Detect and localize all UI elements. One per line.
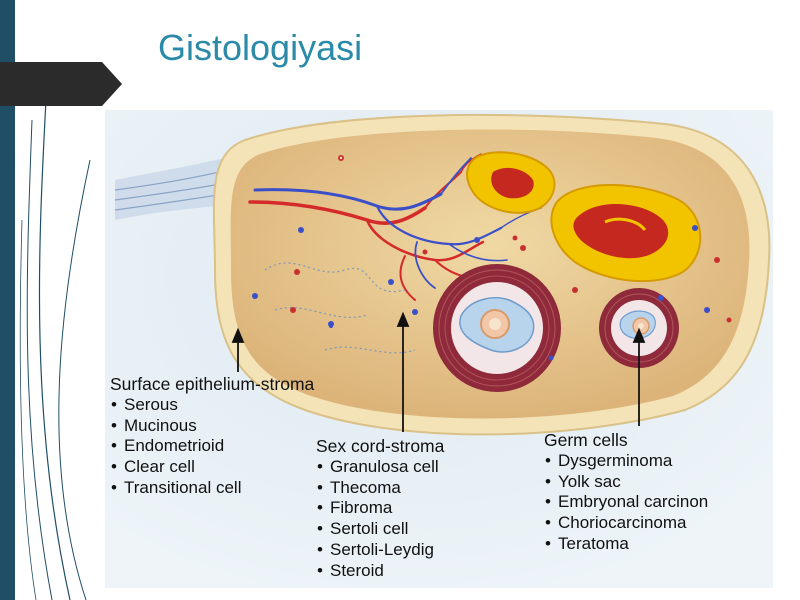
- group-heading: Sex cord-stroma: [316, 436, 445, 456]
- surface-epithelium-group: Surface epithelium-stroma Serous Mucinou…: [110, 374, 314, 499]
- list-item: Choriocarcinoma: [544, 513, 708, 534]
- list-item: Fibroma: [316, 498, 444, 519]
- list-item: Sertoli-Leydig: [316, 540, 444, 561]
- list-item: Embryonal carcinon: [544, 492, 708, 513]
- list-item: Sertoli cell: [316, 519, 444, 540]
- ovary-histology-figure: Surface epithelium-stroma Serous Mucinou…: [105, 110, 773, 588]
- list-item: Transitional cell: [110, 478, 314, 499]
- stroma-cells: [252, 155, 732, 361]
- pointer-arrows: [231, 311, 646, 432]
- group-heading: Germ cells: [544, 430, 628, 450]
- list-item: Dysgerminoma: [544, 451, 708, 472]
- follicle-large: [433, 264, 561, 392]
- title-arrow-marker: [0, 62, 122, 106]
- list-item: Clear cell: [110, 457, 314, 478]
- list-item: Endometrioid: [110, 436, 314, 457]
- list-item: Teratoma: [544, 534, 708, 555]
- type-list: Granulosa cell Thecoma Fibroma Sertoli c…: [316, 457, 444, 582]
- list-item: Mucinous: [110, 416, 314, 437]
- list-item: Yolk sac: [544, 472, 708, 493]
- corpus-luteum-small: [466, 151, 556, 214]
- left-accent-bar: [0, 0, 15, 600]
- sex-cord-stroma-group: Sex cord-stroma Granulosa cell Thecoma F…: [316, 436, 444, 582]
- corpus-luteum-large: [550, 184, 702, 283]
- germ-cells-group: Germ cells Dysgerminoma Yolk sac Embryon…: [544, 430, 708, 555]
- list-item: Granulosa cell: [316, 457, 444, 478]
- slide-title: Gistologiyasi: [158, 27, 363, 68]
- list-item: Serous: [110, 395, 314, 416]
- blood-vessels: [248, 153, 542, 301]
- stroma-dotted-lines: [264, 262, 416, 354]
- list-item: Steroid: [316, 561, 444, 582]
- decorative-lines: [19, 100, 91, 600]
- group-heading: Surface epithelium-stroma: [110, 374, 315, 394]
- type-list: Serous Mucinous Endometrioid Clear cell …: [110, 395, 314, 499]
- follicle-small: [599, 288, 679, 368]
- list-item: Thecoma: [316, 478, 444, 499]
- type-list: Dysgerminoma Yolk sac Embryonal carcinon…: [544, 451, 708, 555]
